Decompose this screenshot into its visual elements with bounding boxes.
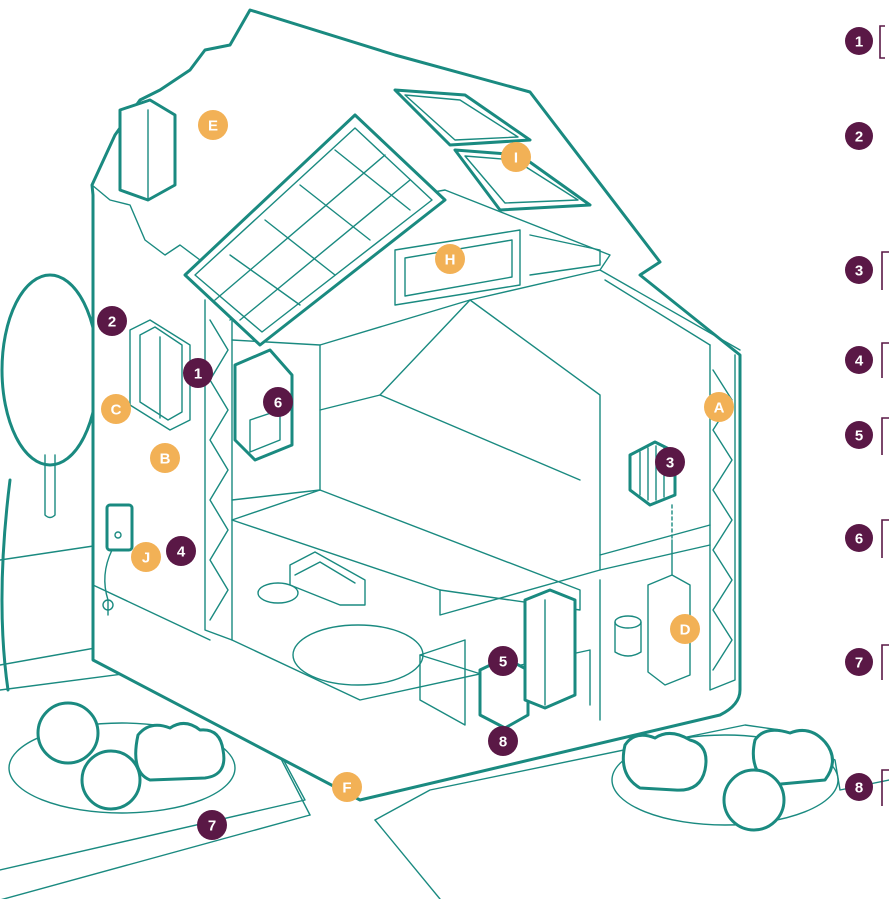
marker-H[interactable]: H (435, 244, 465, 274)
marker-J[interactable]: J (131, 542, 161, 572)
marker-E[interactable]: E (198, 110, 228, 140)
marker-I[interactable]: I (501, 142, 531, 172)
svg-text:4: 4 (855, 353, 864, 370)
svg-text:B: B (160, 451, 171, 468)
marker-A[interactable]: A (704, 392, 734, 422)
legend-item-5[interactable]: 5 (845, 421, 873, 449)
marker-6[interactable]: 6 (263, 387, 293, 417)
tree (2, 275, 98, 690)
marker-1[interactable]: 1 (183, 358, 213, 388)
svg-text:4: 4 (177, 544, 186, 561)
legend-item-3[interactable]: 3 (845, 256, 873, 284)
legend: 1 2 3 4 5 6 7 8 (845, 26, 889, 806)
legend-item-1[interactable]: 1 (845, 27, 873, 55)
svg-text:3: 3 (666, 455, 674, 472)
marker-F[interactable]: F (332, 772, 362, 802)
marker-4[interactable]: 4 (166, 536, 196, 566)
marker-3[interactable]: 3 (655, 447, 685, 477)
svg-text:7: 7 (855, 655, 863, 672)
marker-7[interactable]: 7 (197, 810, 227, 840)
svg-text:2: 2 (855, 129, 863, 146)
svg-text:I: I (514, 150, 518, 167)
svg-text:D: D (680, 622, 691, 639)
svg-text:8: 8 (499, 734, 507, 751)
svg-text:2: 2 (108, 314, 116, 331)
marker-C[interactable]: C (101, 394, 131, 424)
svg-text:5: 5 (499, 654, 507, 671)
bushes-right (612, 730, 838, 830)
svg-text:3: 3 (855, 263, 863, 280)
svg-text:A: A (714, 400, 725, 417)
svg-text:J: J (142, 550, 150, 567)
bushes-left (9, 703, 235, 813)
svg-text:F: F (342, 780, 351, 797)
legend-item-8[interactable]: 8 (845, 773, 873, 801)
legend-item-7[interactable]: 7 (845, 648, 873, 676)
marker-2[interactable]: 2 (97, 306, 127, 336)
svg-text:6: 6 (274, 395, 282, 412)
svg-text:1: 1 (855, 34, 863, 51)
svg-text:6: 6 (855, 531, 863, 548)
marker-B[interactable]: B (150, 443, 180, 473)
legend-item-2[interactable]: 2 (845, 122, 873, 150)
legend-item-4[interactable]: 4 (845, 346, 873, 374)
svg-text:C: C (111, 402, 122, 419)
svg-text:7: 7 (208, 818, 216, 835)
svg-text:E: E (208, 118, 218, 135)
chimney (120, 100, 175, 200)
legend-item-6[interactable]: 6 (845, 524, 873, 552)
house-shell (92, 10, 740, 800)
svg-text:5: 5 (855, 428, 863, 445)
marker-5[interactable]: 5 (488, 646, 518, 676)
svg-text:1: 1 (194, 366, 202, 383)
svg-text:8: 8 (855, 780, 863, 797)
marker-8[interactable]: 8 (488, 726, 518, 756)
marker-D[interactable]: D (670, 614, 700, 644)
svg-text:H: H (445, 252, 456, 269)
